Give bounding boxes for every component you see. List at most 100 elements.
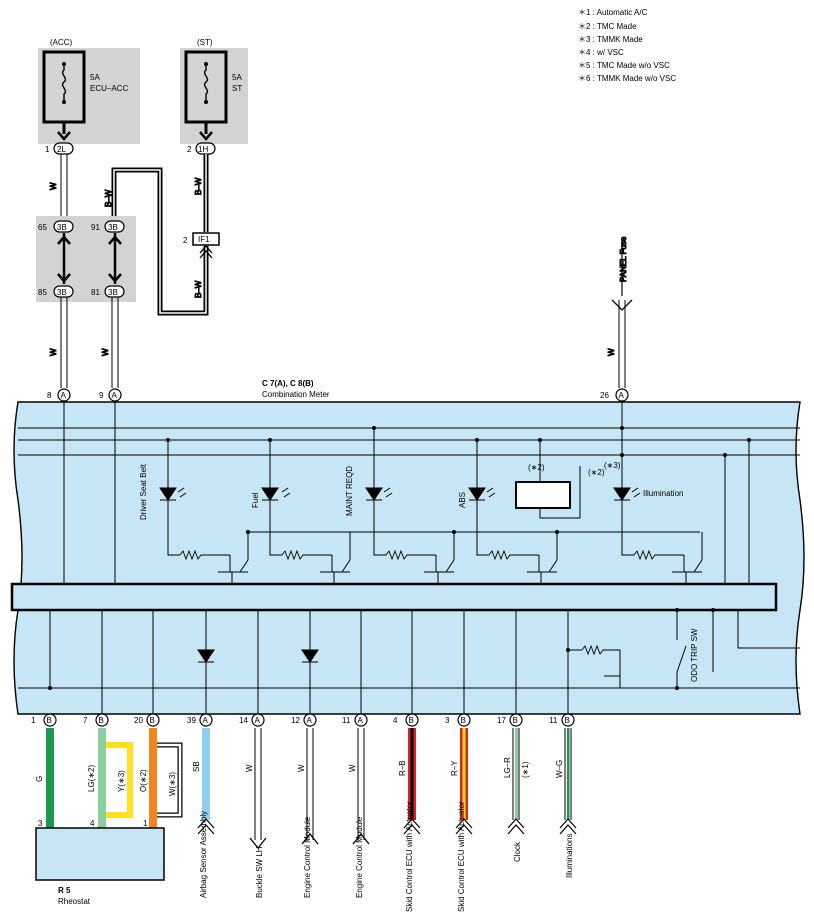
fuse-acc-rating: 5A: [90, 73, 100, 82]
wire-w-2: W: [49, 348, 58, 356]
wire-w-4: W: [607, 348, 616, 356]
note-6: ＊6 : TMMK Made w/o VSC: [578, 74, 676, 83]
bottom-pin-letter: A: [307, 716, 313, 725]
bottom-pin-num: 7: [83, 716, 88, 725]
bottom-pin-circle: [354, 713, 368, 727]
pin-85: 85: [38, 288, 47, 297]
lbl-o2: O(∗2): [139, 769, 148, 792]
rheostat-code: R 5: [58, 886, 71, 895]
bottom-pin-circle: [457, 713, 471, 727]
dest-ecm-2: Engine Control Module: [355, 816, 364, 898]
if1-box: [192, 232, 220, 246]
wire-o: [149, 728, 157, 828]
lbl-w-11: W: [348, 764, 357, 772]
upper-wires: W B–W B–W B–W: [49, 154, 213, 316]
meter-circuit: [18, 401, 800, 718]
chevron-down-icon: [57, 131, 71, 141]
bottom-pin-letter: B: [409, 716, 414, 725]
dest-airbag: Airbag Sensor Assembly: [199, 811, 208, 898]
chevron-up-icon: [199, 245, 213, 259]
lbl-w-14: W: [245, 764, 254, 772]
bottom-pin-letter: B: [513, 716, 518, 725]
wire-bw-1: B–W: [194, 177, 203, 195]
bottom-pin-num: 11: [549, 716, 558, 725]
bottom-pin-circle: [43, 713, 57, 727]
notes-legend: ＊1 : Automatic A/C ＊2 : TMC Made ＊3 : TM…: [578, 8, 676, 83]
label-star2b: (∗2): [588, 468, 605, 477]
fuse-st-icon: [203, 64, 209, 102]
bottom-pin-num: 20: [134, 716, 143, 725]
junction-dots: [48, 426, 751, 690]
bottom-pin-circle: [146, 713, 160, 727]
lbl-w3: W(∗3): [168, 772, 177, 796]
dest-clock: Clock: [513, 841, 522, 862]
note-4: ＊4 : w/ VSC: [578, 48, 624, 57]
chevron-up-icon: [352, 832, 370, 845]
bottom-pin-num: 11: [342, 716, 351, 725]
conn-2l-label: 2L: [57, 145, 66, 154]
meter-body: [13, 401, 805, 715]
bottom-pin-num: 17: [497, 716, 506, 725]
led-icon: [261, 487, 279, 501]
conn-2l: [53, 142, 74, 155]
led-icon: [613, 487, 631, 501]
lbl-wg: W–G: [555, 760, 564, 778]
rheostat-box: [35, 827, 165, 881]
label-abs: ABS: [458, 492, 467, 508]
label-fuel: Fuel: [251, 492, 260, 508]
rheostat-pin-4: 4: [90, 819, 95, 828]
bottom-pin-num: 12: [291, 716, 300, 725]
fuse-acc-bg: [38, 48, 140, 144]
indicator-labels: Driver Seat Belt Fuel MAINT REQD ABS Ill…: [139, 461, 699, 682]
lbl-lgr: LG–R: [503, 757, 512, 778]
fuse-st: (ST) 5A ST 2 1H: [180, 38, 248, 155]
fuse-acc: (ACC) 5A ECU–ACC 1 2L: [38, 38, 140, 155]
bottom-pin-letter: A: [255, 716, 261, 725]
top-pin-9-letter: A: [112, 391, 118, 400]
rheostat-pin-1: 1: [143, 819, 148, 828]
led-indicators: [159, 487, 641, 663]
lbl-y3: Y(∗3): [117, 770, 126, 792]
pin-65: 65: [38, 223, 47, 232]
wire-g: [46, 728, 54, 828]
top-pin-26-letter: A: [619, 391, 625, 400]
note-3: ＊3 : TMMK Made: [578, 35, 643, 44]
chevron-icon: [57, 235, 71, 283]
lbl-sb: SB: [192, 761, 201, 772]
label-odo: ODO TRIP SW: [690, 628, 699, 682]
conn-3b-65: 3B: [57, 223, 67, 232]
conn-3b-91: 3B: [108, 223, 118, 232]
fuse-acc-pin: 1: [45, 145, 50, 154]
chevron-down-icon: [199, 131, 213, 141]
wire-y: [106, 742, 133, 818]
bottom-pin-circle: [509, 713, 523, 727]
top-pin-8-num: 8: [47, 391, 52, 400]
destinations: Airbag Sensor Assembly Buckle SW LH Engi…: [199, 801, 574, 912]
chevron-up-icon: [301, 832, 319, 845]
wire-bw-3: B–W: [194, 280, 203, 298]
bottom-pin-circle: [561, 713, 575, 727]
rheostat: 3 4 1 R 5 Rheostat: [35, 819, 165, 906]
bottom-pin-circle: [199, 713, 213, 727]
wire-lg: [98, 728, 106, 828]
fuse-acc-group: (ACC): [50, 38, 73, 47]
junction-if1: 2 IF1: [183, 232, 220, 246]
note-5: ＊5 : TMC Made w/o VSC: [578, 61, 670, 70]
bottom-pin-letter: B: [461, 716, 466, 725]
chevron-icon: [108, 235, 122, 283]
if1-pin: 2: [183, 236, 188, 245]
bottom-pin-num: 3: [445, 716, 450, 725]
fuse-st-rating: 5A: [232, 73, 242, 82]
fuse-st-name: ST: [232, 84, 242, 93]
dest-skid-2: Skid Control ECU with Actuator: [457, 801, 466, 912]
dest-illum: Illuminations: [565, 834, 574, 878]
label-driver: Driver Seat Belt: [139, 463, 148, 520]
combination-meter: C 7(A), C 8(B) Combination Meter: [10, 379, 805, 715]
rheostat-name: Rheostat: [58, 897, 91, 906]
dest-skid-1: Skid Control ECU with Actuator: [405, 801, 414, 912]
lbl-star1: (∗1): [521, 761, 530, 778]
fuse-st-bg: [180, 48, 248, 144]
